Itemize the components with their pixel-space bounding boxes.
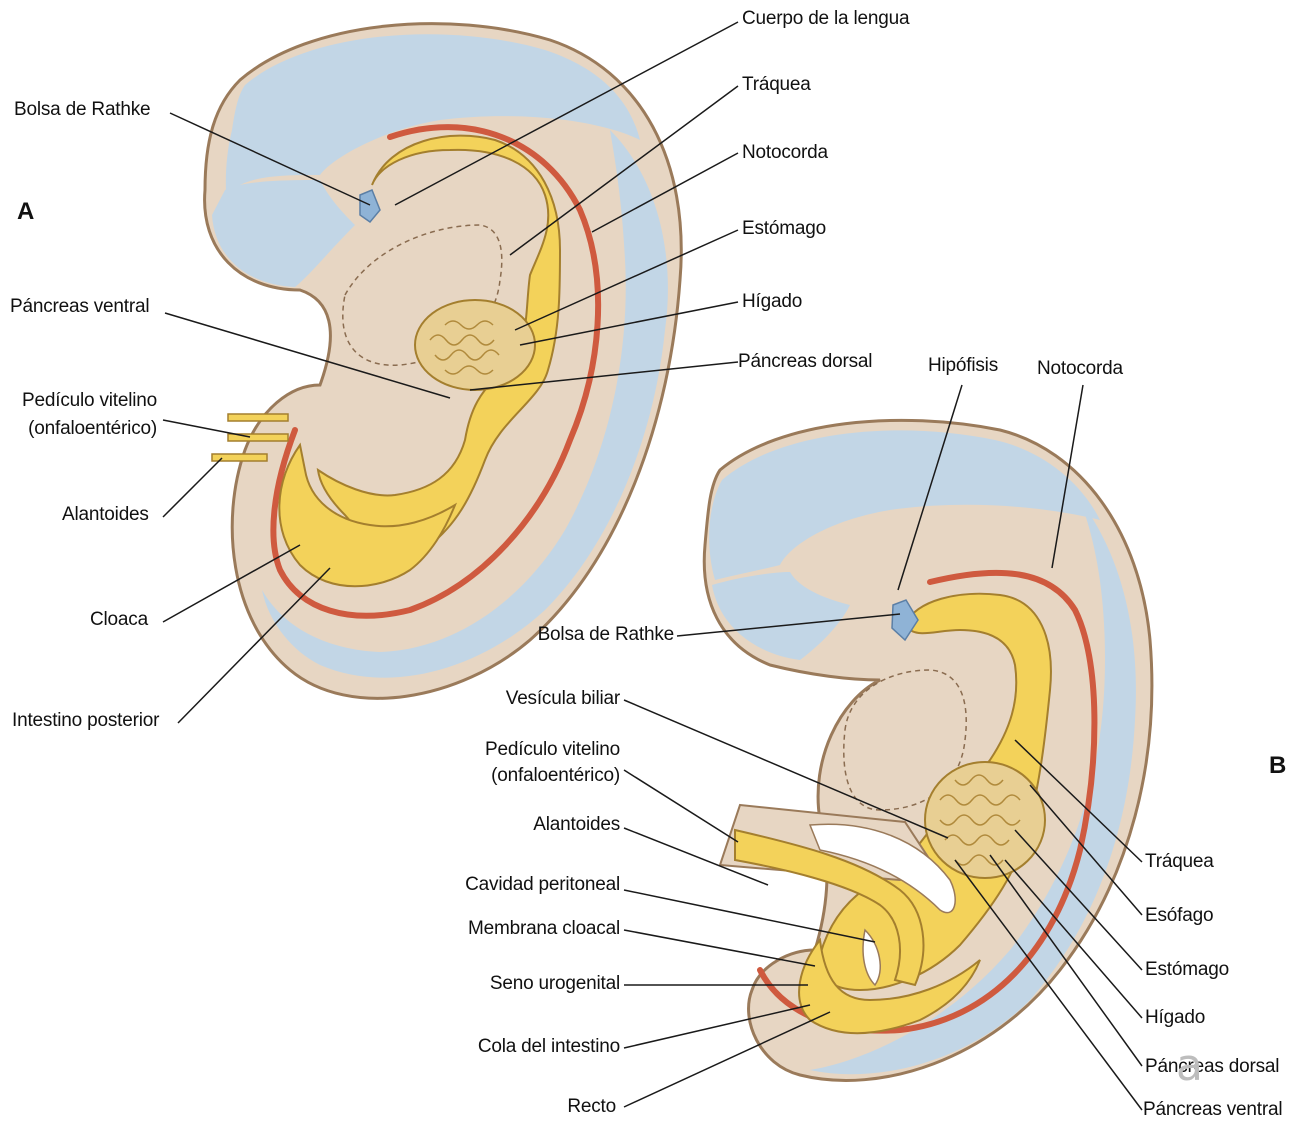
label-b-estomago: Estómago (1145, 959, 1229, 981)
label-b-alantoides: Alantoides (420, 814, 620, 836)
label-b-vesicula-biliar: Vesícula biliar (420, 688, 620, 710)
embryo-b (704, 420, 1152, 1080)
label-a-estomago: Estómago (742, 218, 826, 240)
label-a-pancreas-ventral: Páncreas ventral (10, 296, 149, 318)
label-a-cloaca: Cloaca (90, 609, 148, 631)
label-a-intestino-posterior: Intestino posterior (12, 710, 159, 732)
label-b-hipofisis: Hipófisis (928, 355, 998, 377)
label-b-cola-intestino: Cola del intestino (400, 1036, 620, 1058)
label-b-cavidad-peritoneal: Cavidad peritoneal (400, 874, 620, 896)
embryo-a (205, 24, 682, 699)
embryo-b-liver (925, 762, 1045, 878)
label-b-notocorda: Notocorda (1037, 358, 1123, 380)
label-a-cuerpo-lengua: Cuerpo de la lengua (742, 8, 909, 30)
label-a-alantoides: Alantoides (62, 504, 149, 526)
label-a-higado: Hígado (742, 291, 802, 313)
label-a-notocorda: Notocorda (742, 142, 828, 164)
label-b-membrana-cloacal: Membrana cloacal (400, 918, 620, 940)
label-b-higado: Hígado (1145, 1007, 1205, 1029)
label-b-pancreas-ventral: Páncreas ventral (1143, 1099, 1282, 1121)
embryo-a-liver (415, 300, 535, 390)
label-b-pancreas-dorsal: Páncreas dorsal (1145, 1056, 1279, 1078)
label-a-pediculo-2: (onfaloentérico) (10, 418, 157, 440)
label-a-bolsa-rathke: Bolsa de Rathke (14, 99, 150, 121)
watermark-logo: a (1176, 1040, 1203, 1091)
label-b-pediculo-1: Pedículo vitelino (420, 739, 620, 761)
label-b-seno-urogenital: Seno urogenital (400, 973, 620, 995)
label-a-pancreas-dorsal: Páncreas dorsal (738, 351, 872, 373)
label-a-traquea: Tráquea (742, 74, 811, 96)
label-a-pediculo-1: Pedículo vitelino (10, 390, 157, 412)
label-b-bolsa-rathke: Bolsa de Rathke (470, 624, 674, 646)
label-b-pediculo-2: (onfaloentérico) (420, 765, 620, 787)
label-b-recto: Recto (400, 1096, 616, 1118)
label-b-traquea: Tráquea (1145, 851, 1214, 873)
panel-label-b: B (1269, 752, 1286, 780)
label-b-esofago: Esófago (1145, 905, 1213, 927)
panel-label-a: A (17, 198, 34, 226)
